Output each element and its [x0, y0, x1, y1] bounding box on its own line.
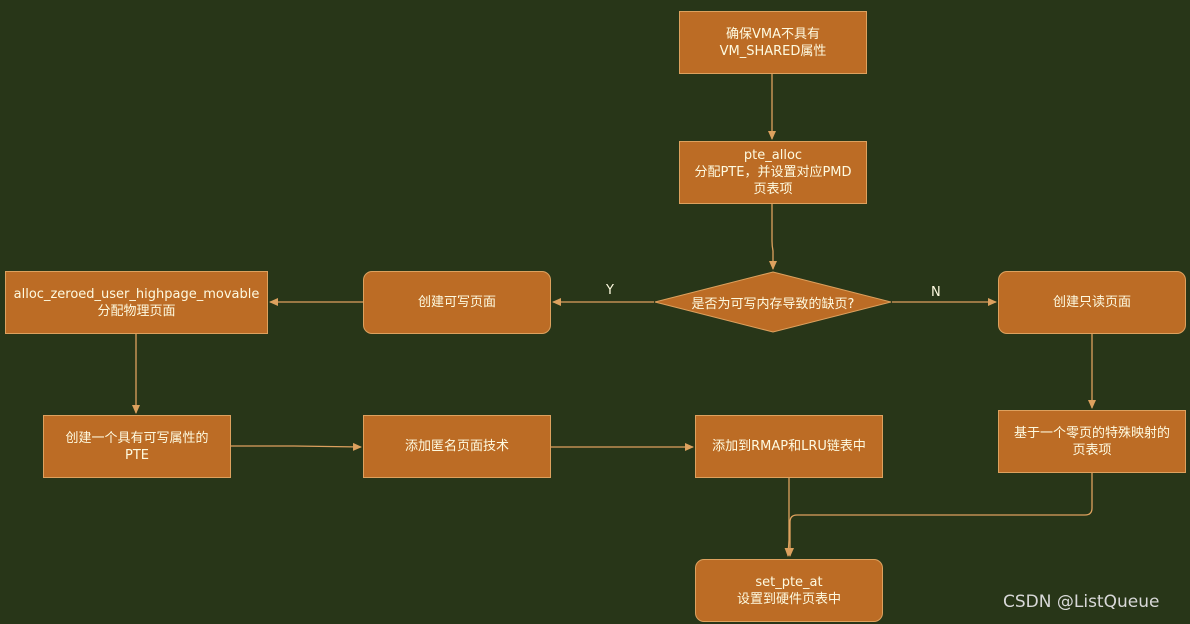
edge-zeropage-to-setpte: [786, 473, 1093, 557]
node-alloc-zeroed: alloc_zeroed_user_highpage_movable 分配物理页…: [5, 271, 268, 334]
node-set-pte-at-label: set_pte_at 设置到硬件页表中: [736, 574, 841, 607]
node-create-readonly: 创建只读页面: [998, 271, 1186, 334]
node-create-readonly-label: 创建只读页面: [1052, 295, 1131, 310]
node-create-writable: 创建可写页面: [363, 271, 551, 334]
watermark: CSDN @ListQueue: [1003, 592, 1160, 612]
node-add-anon-label: 添加匿名页面技术: [404, 439, 509, 454]
node-create-pte-writable: 创建一个具有可写属性的 PTE: [43, 415, 231, 478]
node-ensure-vma: 确保VMA不具有 VM_SHARED属性: [679, 11, 867, 74]
node-add-rmap-lru: 添加到RMAP和LRU链表中: [695, 415, 883, 478]
node-alloc-zeroed-label: alloc_zeroed_user_highpage_movable 分配物理页…: [13, 286, 260, 319]
decision-diamond: 是否为可写内存导致的缺页?: [654, 271, 892, 333]
node-create-writable-label: 创建可写页面: [417, 295, 496, 310]
node-create-pte-writable-label: 创建一个具有可写属性的 PTE: [65, 430, 209, 463]
node-set-pte-at: set_pte_at 设置到硬件页表中: [695, 559, 883, 622]
edge-createpte-to-anon: [231, 442, 362, 451]
edge-label-yes: Y: [606, 283, 614, 298]
edge-label-no: N: [931, 285, 941, 300]
edge-rmap-to-setpte: [784, 478, 793, 557]
node-pte-alloc-label: pte_alloc 分配PTE，并设置对应PMD 页表项: [694, 148, 852, 197]
node-pte-alloc: pte_alloc 分配PTE，并设置对应PMD 页表项: [679, 141, 867, 204]
decision-label: 是否为可写内存导致的缺页?: [691, 296, 855, 312]
node-ensure-vma-label: 确保VMA不具有 VM_SHARED属性: [719, 26, 827, 59]
node-zero-page-pte-label: 基于一个零页的特殊映射的 页表项: [1013, 425, 1170, 458]
decision-shape: [654, 271, 892, 333]
edge-ptealloc-to-decision: [769, 204, 777, 270]
node-zero-page-pte: 基于一个零页的特殊映射的 页表项: [998, 410, 1186, 473]
node-add-anon: 添加匿名页面技术: [363, 415, 551, 478]
node-add-rmap-lru-label: 添加到RMAP和LRU链表中: [712, 439, 866, 454]
